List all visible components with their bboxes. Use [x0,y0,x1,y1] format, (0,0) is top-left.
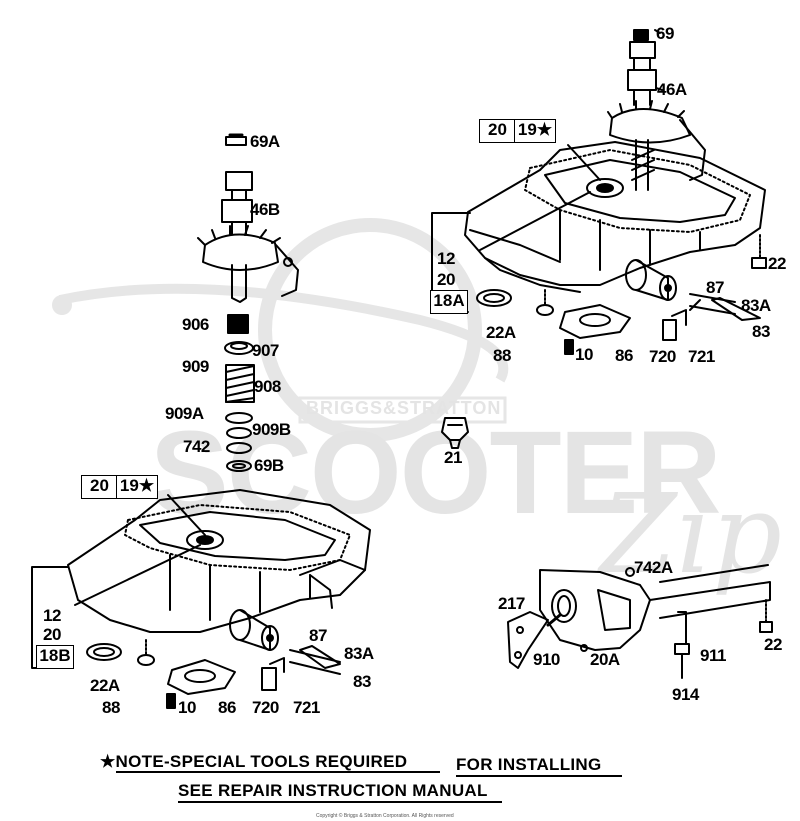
leader-19-bl [167,494,206,536]
ref-box-19-tr: 19★ [514,119,556,143]
label-part-46a: 46A [657,80,687,99]
label-part-909: 909 [182,357,209,376]
label-part-83-tr: 83 [752,322,770,341]
label-part-21: 21 [444,448,462,467]
label-part-86-bl: 86 [218,698,236,717]
governor-parts-tr [625,259,761,341]
base-parts-tr [536,289,631,355]
center-stack-parts [197,133,299,472]
label-part-909b: 909B [252,420,291,439]
watermark-banner-text: BRIGGS&STRATTON [306,398,502,418]
oil-seal-18b [86,643,122,661]
label-part-83a-bl: 83A [344,644,374,663]
watermark-swoosh [58,283,509,383]
label-part-909a: 909A [165,404,204,423]
label-part-88-tr: 88 [493,346,511,365]
label-part-46b: 46B [250,200,280,219]
label-part-83-bl: 83 [353,672,371,691]
label-part-906: 906 [182,315,209,334]
label-part-720-tr: 720 [649,347,676,366]
base-parts-bl [137,639,236,709]
shaft-46a [607,29,706,191]
watermark-ring [258,218,482,442]
label-part-88-bl: 88 [102,698,120,717]
note-star: ★ [100,752,116,771]
label-part-22a-tr: 22A [486,323,516,342]
label-part-908: 908 [254,377,281,396]
governor-linkage-br [507,564,773,679]
label-part-914: 914 [672,685,699,704]
label-part-22-br: 22 [764,635,782,654]
governor-parts-bl [229,609,341,691]
ref-box-20-tr: 20 [479,119,516,143]
label-part-910: 910 [533,650,560,669]
label-part-87-tr: 87 [706,278,724,297]
crankcase-cover-bottom-left [67,489,371,633]
label-part-721-tr: 721 [688,347,715,366]
label-part-69b: 69B [254,456,284,475]
label-part-12-tr: 12 [437,249,455,268]
ref-box-20-bl: 20 [81,475,118,499]
label-part-83a-tr: 83A [741,296,771,315]
label-part-720-bl: 720 [252,698,279,717]
label-part-20a: 20A [590,650,620,669]
label-part-10-tr: 10 [575,345,593,364]
leader-12-tr [479,191,591,251]
watermark-banner-box [298,396,507,424]
note-line-2: SEE REPAIR INSTRUCTION MANUAL [178,781,488,800]
label-part-86-tr: 86 [615,346,633,365]
ref-box-19-bl: 19★ [116,475,158,499]
leader-12-bl [74,544,201,606]
leader-19-tr [567,144,601,181]
bolt-22-tr [751,234,767,269]
label-part-12-bl: 12 [43,606,61,625]
label-part-907: 907 [252,341,279,360]
label-part-69: 69 [656,24,674,43]
note-special-tools: NOTE-SPECIAL TOOLS REQUIRED [115,752,408,771]
label-part-87-bl: 87 [309,626,327,645]
label-part-742a: 742A [634,558,673,577]
copyright-text: Copyright © Briggs & Stratton Corporatio… [316,813,454,819]
label-part-20-bl: 20 [43,625,61,644]
label-part-217: 217 [498,594,525,613]
crankcase-cover-top-right [464,141,766,293]
note-line-1: ★NOTE-SPECIAL TOOLS REQUIRED [100,752,407,772]
label-part-10-bl: 10 [178,698,196,717]
ref-box-18b: 18B [36,645,74,669]
label-part-22a-bl: 22A [90,676,120,695]
label-part-721-bl: 721 [293,698,320,717]
label-part-911: 911 [700,646,726,665]
label-part-69a: 69A [250,132,280,151]
label-part-742: 742 [183,437,210,456]
part-21 [441,417,469,449]
oil-seal-18a [476,289,512,307]
ref-box-18a: 18A [430,290,468,314]
note-for-installing: FOR INSTALLING [456,755,602,774]
watermark-dot [52,295,72,315]
label-part-20-tr: 20 [437,270,455,289]
label-part-22-tr: 22 [768,254,786,273]
